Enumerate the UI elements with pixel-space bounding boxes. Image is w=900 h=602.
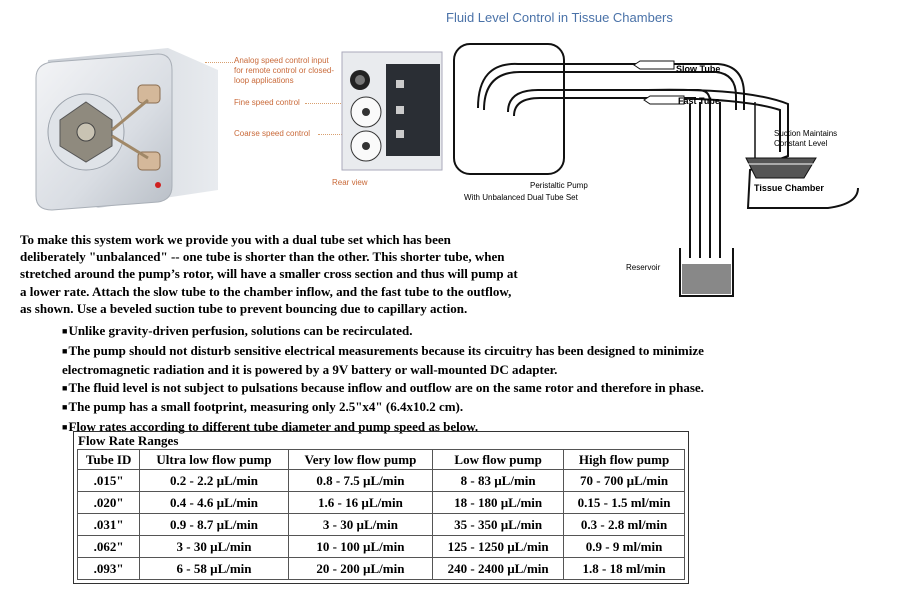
table-cell: 1.8 - 18 ml/min [563, 557, 685, 580]
tissue-chamber [745, 157, 817, 179]
table-row: .093" 6 - 58 µL/min 20 - 200 µL/min 240 … [76, 557, 685, 580]
callout-line: loop applications [234, 76, 294, 85]
table-cell: 70 - 700 µL/min [563, 469, 685, 492]
rear-view-photo [341, 51, 443, 171]
table-cell: 20 - 200 µL/min [287, 557, 434, 580]
table-caption: Flow Rate Ranges [78, 433, 179, 448]
table-row: .062" 3 - 30 µL/min 10 - 100 µL/min 125 … [76, 535, 685, 558]
diagram-label-reservoir: Reservoir [626, 263, 661, 272]
callout-coarse-speed: Coarse speed control [234, 129, 311, 138]
callout-line: Analog speed control input [234, 56, 329, 65]
table-cell: 0.4 - 4.6 µL/min [139, 491, 289, 514]
bullet-square-icon: ■ [62, 326, 68, 336]
pump-box [453, 43, 565, 175]
table-row: .031" 0.9 - 8.7 µL/min 3 - 30 µL/min 35 … [76, 513, 685, 536]
diagram-label-slow: Slow Tube [676, 64, 720, 74]
flow-rate-table: Flow Rate Ranges Tube ID Ultra low flow … [73, 431, 689, 584]
table-row: .020" 0.4 - 4.6 µL/min 1.6 - 16 µL/min 1… [76, 491, 685, 514]
feature-list: ■Unlike gravity-driven perfusion, soluti… [62, 322, 892, 438]
table-cell: 1.6 - 16 µL/min [287, 491, 434, 514]
list-item-text: The pump should not disturb sensitive el… [68, 342, 704, 358]
intro-line: as shown. Use a beveled suction tube to … [20, 300, 468, 316]
diagram-label-chamber: Tissue Chamber [754, 183, 824, 193]
table-cell: 0.9 - 8.7 µL/min [139, 513, 289, 536]
fast-arrow [643, 95, 685, 105]
page-title: Fluid Level Control in Tissue Chambers [446, 10, 673, 25]
callout-leader [318, 134, 346, 135]
table-cell: .062" [76, 535, 141, 558]
table-cell: .020" [76, 491, 141, 514]
column-header: Very low flow pump [287, 449, 434, 470]
bullet-square-icon: ■ [62, 345, 68, 356]
table-cell: 3 - 30 µL/min [287, 513, 434, 536]
intro-paragraph: To make this system work we provide you … [20, 231, 590, 317]
callout-leader [305, 103, 345, 104]
slow-arrow [633, 60, 675, 70]
table-cell: 0.15 - 1.5 ml/min [563, 491, 685, 514]
diagram-label-suction-2: Constant Level [774, 139, 828, 148]
table-cell: 10 - 100 µL/min [287, 535, 434, 558]
table-cell: .031" [76, 513, 141, 536]
fast-tube [507, 89, 711, 113]
table-cell: 0.9 - 9 ml/min [563, 535, 685, 558]
list-item: ■The fluid level is not subject to pulsa… [62, 379, 892, 399]
bullet-square-icon: ■ [62, 382, 68, 393]
flow-rate-grid: Tube ID Ultra low flow pump Very low flo… [76, 449, 685, 580]
list-item: ■The pump should not disturb sensitive e… [62, 342, 892, 362]
perfusion-diagram: Slow Tube Fast Tube Suction Maintains Co… [453, 43, 859, 297]
callout-leader [205, 62, 235, 63]
callout-line: for remote control or closed- [234, 66, 335, 75]
table-cell: .015" [76, 469, 141, 492]
callout-fine-speed: Fine speed control [234, 98, 300, 107]
table-cell: 3 - 30 µL/min [139, 535, 289, 558]
diagram-label-fast: Fast Tube [678, 96, 720, 106]
list-item: ■Unlike gravity-driven perfusion, soluti… [62, 322, 892, 342]
list-item: electromagnetic radiation and it is powe… [62, 361, 892, 379]
table-header-row: Tube ID Ultra low flow pump Very low flo… [76, 449, 685, 470]
table-cell: .093" [76, 557, 141, 580]
list-item-text: Unlike gravity-driven perfusion, solutio… [68, 323, 413, 338]
rear-view-caption: Rear view [332, 178, 368, 187]
callout-analog-input: Analog speed control input for remote co… [234, 56, 334, 86]
intro-line: To make this system work we provide you … [20, 232, 451, 247]
column-header: High flow pump [563, 449, 685, 470]
table-cell: 125 - 1250 µL/min [432, 535, 565, 558]
table-cell: 6 - 58 µL/min [139, 557, 289, 580]
list-item-text: electromagnetic radiation and it is powe… [62, 362, 558, 378]
list-item-text: Flow rates according to different tube d… [68, 418, 479, 434]
list-item-text: The fluid level is not subject to pulsat… [68, 379, 704, 395]
table-cell: 35 - 350 µL/min [432, 513, 565, 536]
list-item-text: The pump has a small footprint, measurin… [68, 399, 464, 415]
column-header: Ultra low flow pump [139, 449, 289, 470]
column-header: Low flow pump [432, 449, 565, 470]
table-cell: 8 - 83 µL/min [432, 469, 565, 492]
bullet-square-icon: ■ [62, 402, 68, 413]
table-cell: 240 - 2400 µL/min [432, 557, 565, 580]
intro-line: a lower rate. Attach the slow tube to th… [20, 283, 512, 299]
diagram-label-pump-2: With Unbalanced Dual Tube Set [464, 193, 579, 202]
table-cell: 0.2 - 2.2 µL/min [139, 469, 289, 492]
slow-tube [477, 62, 745, 110]
pump-photo [35, 48, 218, 211]
table-row: .015" 0.2 - 2.2 µL/min 0.8 - 7.5 µL/min … [76, 469, 685, 492]
diagram-label-pump-1: Peristaltic Pump [530, 181, 588, 190]
bullet-square-icon: ■ [62, 421, 68, 432]
intro-line: deliberately "unbalanced" -- one tube is… [20, 249, 505, 265]
list-item: ■Flow rates according to different tube … [62, 418, 892, 438]
intro-line: stretched around the pump’s rotor, will … [20, 266, 518, 282]
list-item: ■The pump has a small footprint, measuri… [62, 398, 892, 418]
table-cell: 0.8 - 7.5 µL/min [287, 469, 434, 492]
column-header: Tube ID [76, 449, 141, 470]
table-cell: 0.3 - 2.8 ml/min [563, 513, 685, 536]
reservoir [679, 248, 734, 297]
table-cell: 18 - 180 µL/min [432, 491, 565, 514]
diagram-label-suction-1: Suction Maintains [774, 129, 837, 138]
